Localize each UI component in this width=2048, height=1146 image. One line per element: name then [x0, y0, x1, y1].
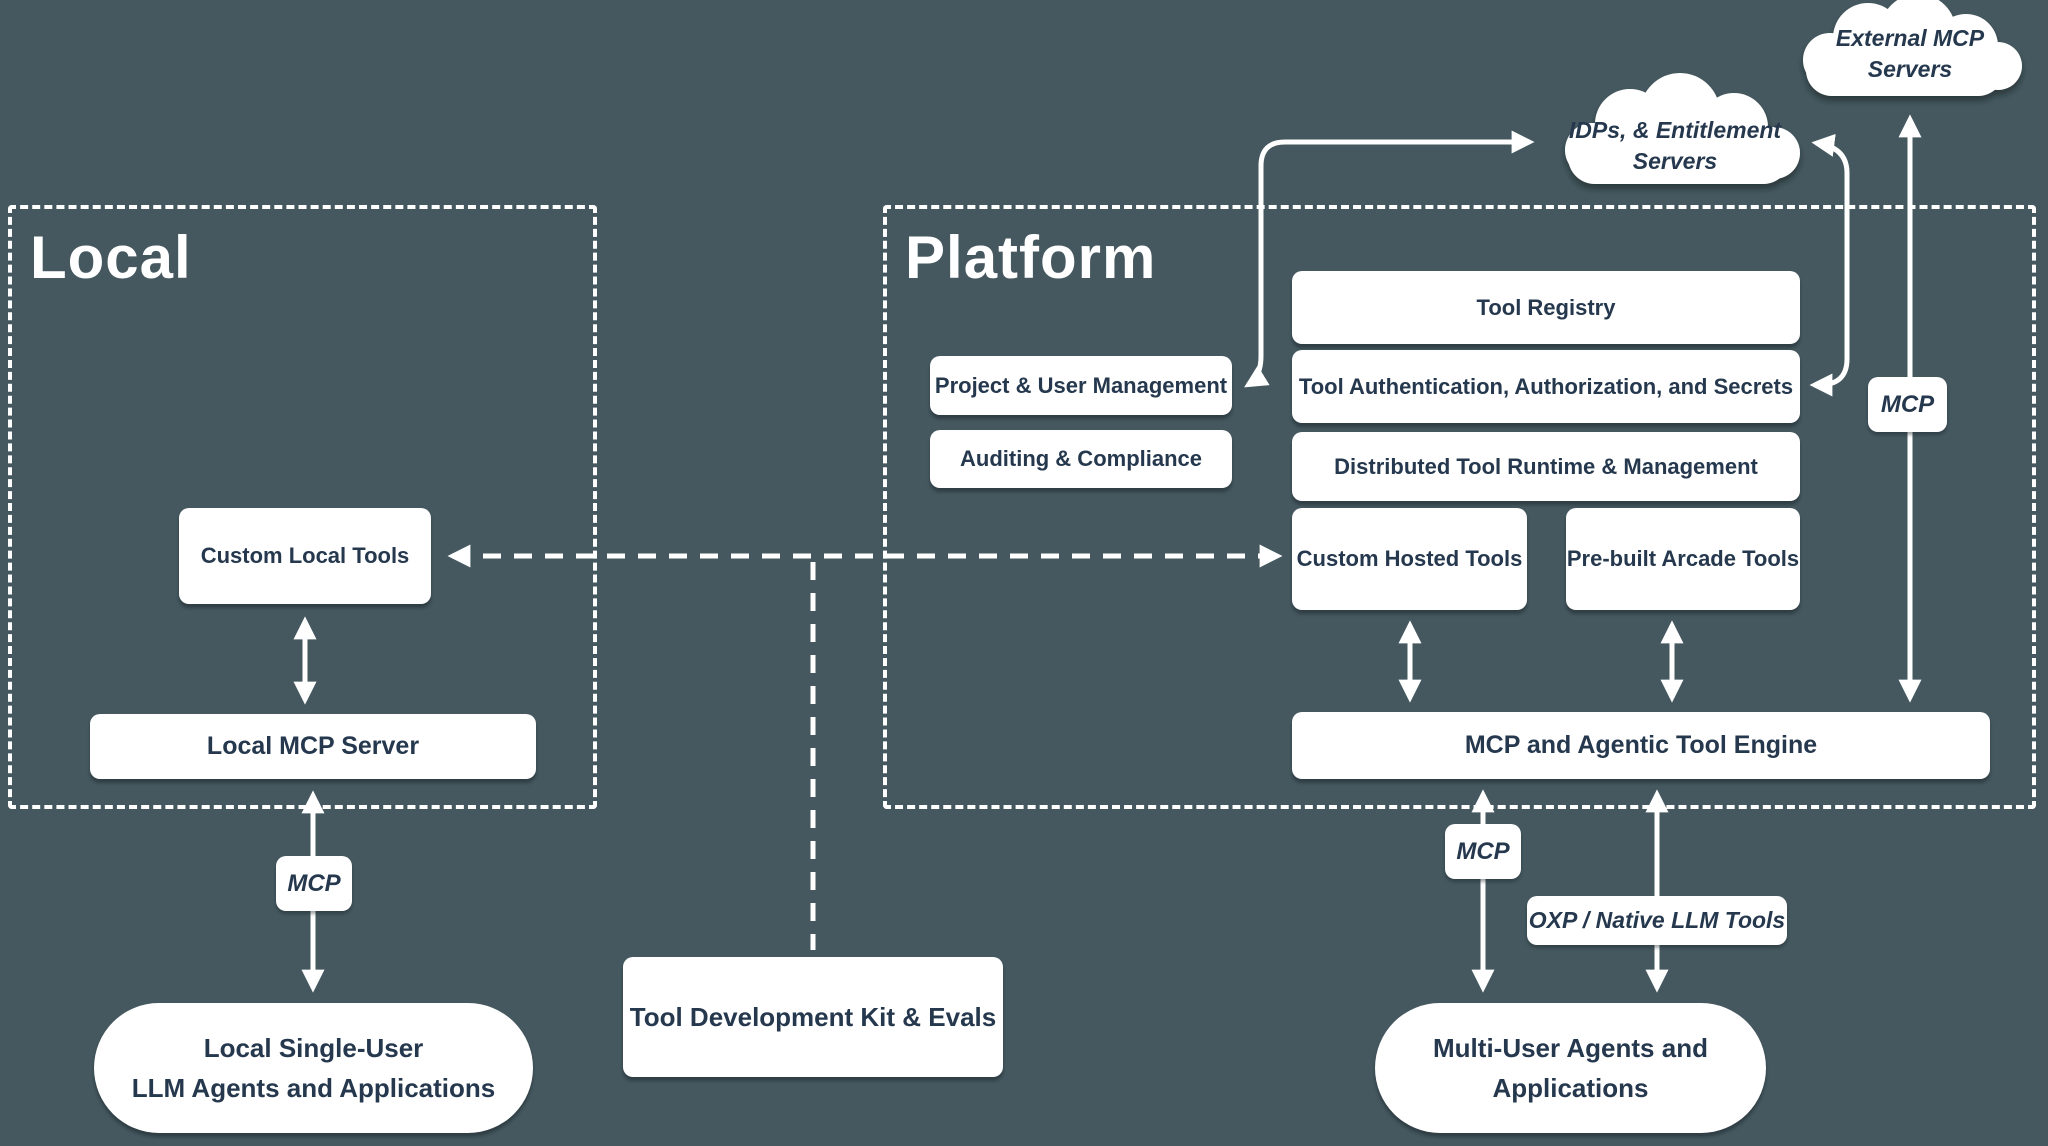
- project-user-mgmt-node: Project & User Management: [930, 356, 1232, 415]
- tool-engine-node: MCP and Agentic Tool Engine: [1292, 712, 1990, 779]
- external-cloud-label-text: External MCP Servers: [1835, 25, 1985, 82]
- platform-region-title: Platform: [905, 224, 1157, 291]
- tool-dev-kit-label: Tool Development Kit & Evals: [629, 1001, 997, 1032]
- distributed-runtime-node: Distributed Tool Runtime & Management: [1292, 432, 1800, 501]
- local-mcp-server-label: Local MCP Server: [206, 732, 420, 760]
- custom-hosted-tools-node: Custom Hosted Tools: [1292, 508, 1527, 610]
- prebuilt-arcade-tools-label: Pre-built Arcade Tools: [1566, 546, 1800, 571]
- mcp-badge-platform: MCP: [1445, 824, 1521, 879]
- auditing-compliance-node: Auditing & Compliance: [930, 430, 1232, 488]
- mcp-badge-platform-label: MCP: [1456, 837, 1510, 865]
- local-region-title: Local: [30, 224, 192, 291]
- multi-user-agents-label-line2: Applications: [1492, 1073, 1649, 1103]
- multi-user-agents-node: Multi-User Agents and Applications: [1375, 1003, 1766, 1133]
- mcp-badge-local: MCP: [276, 856, 352, 911]
- tool-auth-label: Tool Authentication, Authorization, and …: [1298, 373, 1794, 399]
- oxp-badge: OXP / Native LLM Tools: [1527, 896, 1787, 945]
- local-agents-label-line1: Local Single-User: [203, 1033, 424, 1063]
- tool-registry-node: Tool Registry: [1292, 271, 1800, 344]
- custom-local-tools-node: Custom Local Tools: [179, 508, 431, 604]
- local-agents-node: Local Single-User LLM Agents and Applica…: [94, 1003, 533, 1133]
- auditing-compliance-label: Auditing & Compliance: [960, 446, 1202, 471]
- tool-registry-label: Tool Registry: [1476, 294, 1616, 320]
- tool-auth-node: Tool Authentication, Authorization, and …: [1292, 350, 1800, 423]
- mcp-badge-local-label: MCP: [287, 869, 341, 897]
- mcp-badge-external: MCP: [1868, 377, 1947, 432]
- prebuilt-arcade-tools-node: Pre-built Arcade Tools: [1566, 508, 1800, 610]
- distributed-runtime-label: Distributed Tool Runtime & Management: [1334, 453, 1758, 479]
- idps-cloud-label-line1: IDPs, & Entitlement: [1568, 117, 1782, 143]
- idps-cloud-label-line2: Servers: [1632, 148, 1718, 174]
- multi-user-agents-label-line1: Multi-User Agents and: [1433, 1033, 1708, 1063]
- oxp-badge-label: OXP / Native LLM Tools: [1528, 907, 1786, 933]
- tool-engine-label: MCP and Agentic Tool Engine: [1464, 731, 1818, 759]
- local-agents-label-line2: LLM Agents and Applications: [131, 1073, 496, 1103]
- custom-local-tools-label: Custom Local Tools: [200, 543, 410, 568]
- mcp-badge-external-label: MCP: [1880, 390, 1935, 418]
- tool-dev-kit-node: Tool Development Kit & Evals: [623, 957, 1003, 1077]
- custom-hosted-tools-label: Custom Hosted Tools: [1296, 546, 1523, 571]
- project-user-mgmt-label: Project & User Management: [934, 372, 1228, 398]
- external-cloud-label: External MCP Servers: [1798, 25, 2022, 82]
- idps-cloud-label: IDPs, & Entitlement Servers: [1552, 110, 1798, 182]
- local-mcp-server-node: Local MCP Server: [90, 714, 536, 779]
